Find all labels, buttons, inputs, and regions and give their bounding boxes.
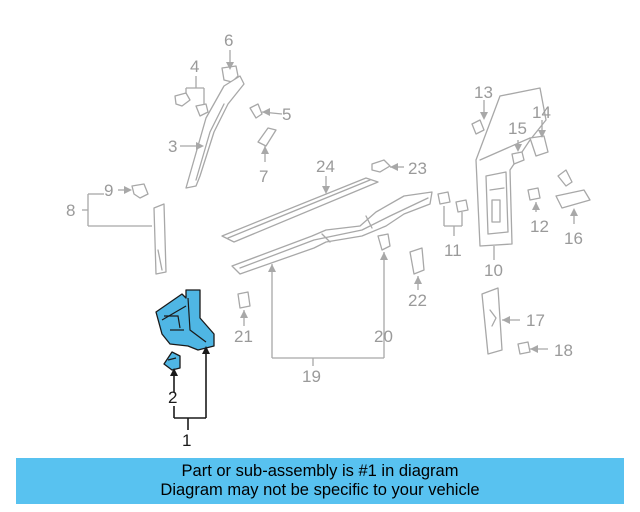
part-13-clip (471, 100, 488, 135)
part-12-bolt (527, 187, 541, 212)
part-15-bolt (511, 140, 525, 165)
part-20-clip (377, 233, 391, 358)
callout-19: 19 (302, 367, 321, 386)
callout-22: 22 (408, 291, 427, 310)
callout-10: 10 (484, 261, 503, 280)
part-4-clips (174, 76, 209, 117)
callout-15: 15 (508, 119, 527, 138)
callout-3: 3 (168, 137, 177, 156)
callout-18: 18 (554, 341, 573, 360)
callout-17: 17 (526, 311, 545, 330)
part-22-clip (409, 247, 425, 290)
part-18-screw (517, 341, 548, 355)
callout-14: 14 (532, 103, 551, 122)
part-23-clip (371, 159, 404, 173)
callout-13: 13 (474, 83, 493, 102)
part-8-trim (82, 193, 167, 275)
part-17-lower-trim (481, 287, 520, 355)
callout-1-2-leaders (170, 346, 210, 430)
callout-12: 12 (530, 217, 549, 236)
part-24-scuff-plate (221, 176, 379, 243)
part-9-clip (118, 183, 149, 199)
callout-7: 7 (259, 167, 268, 186)
callout-20: 20 (374, 327, 393, 346)
callout-4: 4 (190, 57, 199, 76)
part-2-clip[interactable] (163, 351, 181, 371)
part-11-bolts (437, 191, 469, 236)
part-5-screw (249, 103, 283, 119)
banner-line-1: Part or sub-assembly is #1 in diagram (181, 462, 459, 480)
callout-11: 11 (444, 241, 462, 260)
callout-24: 24 (316, 157, 335, 176)
part-21-clip (237, 264, 276, 358)
part-7-clip (257, 127, 277, 162)
callout-9: 9 (104, 181, 113, 200)
part-10-pillar-trim (475, 87, 547, 260)
callout-1: 1 (182, 431, 191, 450)
part-16-handle (555, 169, 591, 224)
callout-8: 8 (66, 201, 75, 220)
callout-5: 5 (282, 105, 291, 124)
banner-line-2: Diagram may not be specific to your vehi… (160, 481, 480, 499)
part-19-sill-plate (231, 191, 433, 366)
part-3-pillar-trim (180, 75, 245, 189)
part-1-kick-panel[interactable] (155, 289, 215, 351)
callout-6: 6 (224, 31, 233, 50)
part-14-cover (529, 120, 549, 157)
part-6-clip (221, 50, 239, 83)
callout-16: 16 (564, 229, 583, 248)
info-banner: Part or sub-assembly is #1 in diagram Di… (16, 458, 624, 504)
callout-21: 21 (234, 327, 253, 346)
callout-23: 23 (408, 159, 427, 178)
callout-2: 2 (168, 388, 177, 407)
